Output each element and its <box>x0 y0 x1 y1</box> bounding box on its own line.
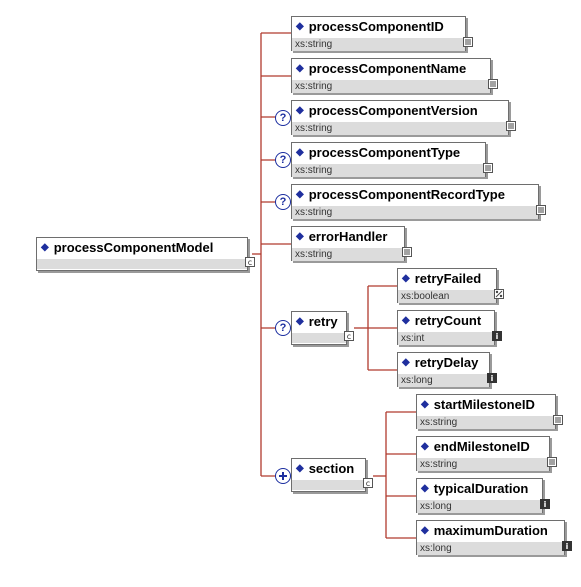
element-node[interactable]: ◆ processComponentRecordType xs:string <box>291 184 546 219</box>
svg-text:i: i <box>566 542 569 551</box>
section-child-node[interactable]: ◆ endMilestoneID xs:string <box>416 436 557 471</box>
root-node[interactable]: ◆ processComponentModel c <box>36 237 255 271</box>
optional-question-icon: ? <box>275 194 291 210</box>
element-type: xs:string <box>292 248 404 261</box>
element-node[interactable]: ◆ errorHandler xs:string <box>291 226 412 261</box>
retry-child-type: xs:int <box>398 332 494 345</box>
retry-name: retry <box>308 314 338 329</box>
simple-type-icon <box>553 415 563 425</box>
simple-type-icon <box>506 121 516 131</box>
simple-type-icon <box>402 247 412 257</box>
element-name: processComponentType <box>308 145 461 160</box>
complex-type-icon: c <box>344 331 354 341</box>
element-diamond-icon: ◆ <box>296 105 304 116</box>
section-child-type: xs:string <box>417 458 549 471</box>
retry-child-node[interactable]: ◆ retryFailed xs:boolean <box>397 268 504 303</box>
svg-text:c: c <box>366 479 370 488</box>
root-type <box>37 259 247 269</box>
simple-type-icon <box>536 205 546 215</box>
retry-child-name: retryCount <box>414 313 482 328</box>
element-type: xs:string <box>292 122 508 135</box>
element-node[interactable]: ◆ processComponentID xs:string <box>291 16 473 51</box>
element-diamond-icon: ◆ <box>296 63 304 74</box>
retry-child-name: retryFailed <box>414 271 482 286</box>
element-diamond-icon: ◆ <box>296 463 304 474</box>
element-diamond-icon: ◆ <box>402 315 410 326</box>
simple-type-icon <box>463 37 473 47</box>
element-diamond-icon: ◆ <box>296 231 304 242</box>
retry-child-name: retryDelay <box>414 355 479 370</box>
retry-child-node[interactable]: ◆ retryDelay xs:long i <box>397 352 497 387</box>
element-name: processComponentVersion <box>308 103 478 118</box>
repeatable-plus-icon <box>275 468 291 484</box>
section-name: section <box>308 461 355 476</box>
element-diamond-icon: ◆ <box>421 483 429 494</box>
section-child-type: xs:long <box>417 542 564 555</box>
element-type: xs:string <box>292 164 485 177</box>
retry-type-band <box>292 333 346 343</box>
svg-text:i: i <box>491 374 494 383</box>
element-diamond-icon: ◆ <box>296 147 304 158</box>
complex-type-icon: c <box>245 257 255 267</box>
section-node[interactable]: ◆ section c <box>291 458 373 492</box>
element-diamond-icon: ◆ <box>421 525 429 536</box>
section-child-type: xs:long <box>417 500 542 513</box>
svg-text:i: i <box>496 332 499 341</box>
optional-question-icon: ? <box>275 110 291 126</box>
simple-type-icon <box>488 79 498 89</box>
optional-question-icon: ? <box>275 152 291 168</box>
section-child-name: endMilestoneID <box>433 439 530 454</box>
element-name: processComponentName <box>308 61 467 76</box>
element-diamond-icon: ◆ <box>402 357 410 368</box>
simple-type-icon <box>547 457 557 467</box>
section-child-name: startMilestoneID <box>433 397 535 412</box>
element-diamond-icon: ◆ <box>402 273 410 284</box>
section-child-node[interactable]: ◆ maximumDuration xs:long i <box>416 520 572 555</box>
element-diamond-icon: ◆ <box>296 189 304 200</box>
retry-node[interactable]: ◆ retry c <box>291 311 354 345</box>
element-type: xs:string <box>292 80 490 93</box>
section-child-type: xs:string <box>417 416 555 429</box>
element-name: processComponentRecordType <box>308 187 505 202</box>
element-diamond-icon: ◆ <box>421 441 429 452</box>
root-name: processComponentModel <box>53 240 214 255</box>
section-child-node[interactable]: ◆ typicalDuration xs:long i <box>416 478 550 513</box>
info-type-icon: i <box>492 331 502 341</box>
boolean-type-icon <box>494 289 504 299</box>
element-diamond-icon: ◆ <box>296 21 304 32</box>
element-name: processComponentID <box>308 19 444 34</box>
section-type-band <box>292 480 365 490</box>
retry-child-node[interactable]: ◆ retryCount xs:int i <box>397 310 502 345</box>
element-type: xs:string <box>292 206 538 219</box>
retry-child-type: xs:boolean <box>398 290 496 303</box>
svg-text:i: i <box>544 500 547 509</box>
optional-question-icon: ? <box>275 320 291 336</box>
svg-text:c: c <box>248 258 252 267</box>
svg-text:c: c <box>347 332 351 341</box>
retry-child-type: xs:long <box>398 374 489 387</box>
element-type: xs:string <box>292 38 465 51</box>
section-child-name: typicalDuration <box>433 481 529 496</box>
element-node[interactable]: ◆ processComponentName xs:string <box>291 58 498 93</box>
section-child-node[interactable]: ◆ startMilestoneID xs:string <box>416 394 563 429</box>
element-name: errorHandler <box>308 229 388 244</box>
info-type-icon: i <box>562 541 572 551</box>
simple-type-icon <box>483 163 493 173</box>
element-diamond-icon: ◆ <box>41 242 49 253</box>
element-diamond-icon: ◆ <box>296 316 304 327</box>
info-type-icon: i <box>487 373 497 383</box>
complex-type-icon: c <box>363 478 373 488</box>
element-node[interactable]: ◆ processComponentVersion xs:string <box>291 100 516 135</box>
info-type-icon: i <box>540 499 550 509</box>
section-child-name: maximumDuration <box>433 523 548 538</box>
element-diamond-icon: ◆ <box>421 399 429 410</box>
element-node[interactable]: ◆ processComponentType xs:string <box>291 142 493 177</box>
